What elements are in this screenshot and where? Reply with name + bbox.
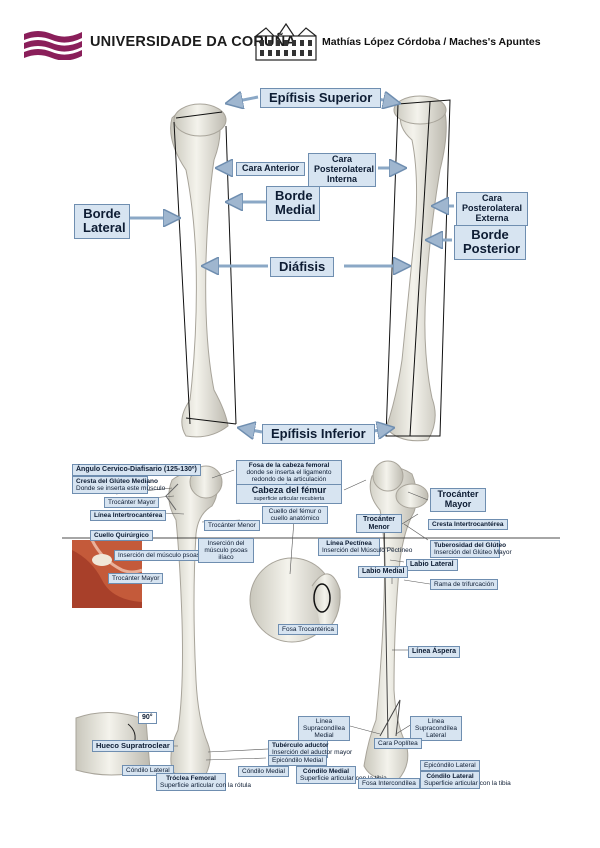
label-condilo-lateral-right: Cóndilo Lateral Superficie articular con… <box>420 771 511 790</box>
condilo-lateral-title: Cóndilo Lateral <box>426 773 474 780</box>
label-epicondilo-lateral-right: Epicóndilo Lateral <box>420 760 480 772</box>
condilo-medial-title: Cóndilo Medial <box>302 768 350 775</box>
tuberculo-sub: Inserción del aductor mayor <box>272 749 353 757</box>
label-borde-lateral: Borde Lateral <box>74 204 130 239</box>
label-cuello-anatomico-2: Inserción del músculo psoas ilíaco <box>198 538 254 564</box>
label-epifisis-inferior: Epífisis Inferior <box>262 424 375 445</box>
label-condilo-medial-left: Cóndilo Medial <box>238 766 289 778</box>
label-linea-aspera: Línea Áspera <box>408 646 460 658</box>
label-tuberosidad-glutea: Tuberosidad del Glúteo Inserción del Glú… <box>430 540 512 559</box>
building-logo-icon <box>255 22 317 61</box>
femur-posterior-top <box>385 95 451 442</box>
label-linea-intertrocanterica: Línea Intertrocantérea <box>90 510 167 522</box>
label-trocanter-mayor-right: Trocánter Mayor <box>430 488 486 512</box>
femur-anterior-bottom <box>165 465 223 780</box>
label-labio-medial: Labio Medial <box>358 566 409 578</box>
label-condilo-medial-right: Cóndilo Medial Superficie articular con … <box>296 766 387 785</box>
label-fosa-trocanterica: Fosa Trocantérica <box>278 624 339 636</box>
linea-pectinea-sub: Inserción del Músculo Pectíneo <box>322 547 413 555</box>
label-diafisis: Diáfisis <box>270 257 335 278</box>
label-cuello-quirurgico: Cuello Quirúrgico <box>90 530 153 542</box>
condilo-medial-sub: Superficie articular con la tibia <box>300 775 387 783</box>
label-linea-supracondilea-medial: Línea Supracondílea Medial <box>298 716 350 742</box>
troclea-title: Tróclea Femoral <box>166 775 216 782</box>
cabeza-femur-title: Cabeza del fémur <box>251 485 327 495</box>
author-credit: Mathías López Córdoba / Maches's Apuntes <box>322 36 541 48</box>
linea-pectinea-title: Línea Pectínea <box>326 540 372 547</box>
university-logo-icon <box>24 31 82 60</box>
label-condilo-lateral-left: Cóndilo Lateral <box>122 765 174 777</box>
label-cresta-intertrocanterica: Cresta Intertrocantérea <box>428 519 508 531</box>
cabeza-femur-sub: superficie articular recubierta <box>253 495 325 502</box>
label-hueco-supratroclear: Hueco Supratroclear <box>92 740 174 753</box>
femur-posterior-bottom <box>363 460 429 781</box>
label-linea-pectinea: Línea Pectínea Inserción del Músculo Pec… <box>318 538 413 557</box>
label-cara-anterior: Cara Anterior <box>236 162 306 176</box>
label-angle-90: 90° <box>138 712 157 724</box>
label-borde-posterior: Borde Posterior <box>454 225 526 260</box>
label-troclea-femoral: Tróclea Femoral Superficie articular con… <box>156 773 252 792</box>
label-cabeza-femur: Cabeza del fémur superficie articular re… <box>236 484 342 504</box>
tuberculo-title: Tubérculo aductor <box>272 742 329 749</box>
fosa-cabeza-title: Fosa de la cabeza femoral <box>248 462 330 469</box>
femoral-head-closeup <box>249 557 341 643</box>
label-cara-posterolateral-externa: Cara Posterolateral Externa <box>456 192 528 226</box>
label-fosa-intercondilea: Fosa Intercondílea <box>358 778 420 790</box>
label-linea-supracondilea-lateral: Línea Supracondílea Lateral <box>410 716 462 742</box>
condilo-lateral-sub: Superficie articular con la tibia <box>424 780 511 788</box>
label-labio-lateral: Labio Lateral <box>406 559 458 571</box>
tuberosidad-sub: Inserción del Glúteo Mayor <box>434 549 512 557</box>
label-borde-medial: Borde Medial <box>266 186 320 221</box>
label-rama-trifurcacion: Rama de trifurcación <box>430 579 498 591</box>
label-angulo-cervico-diafisario: Ángulo Cervico-Diafisario (125-130º) <box>72 464 201 476</box>
label-trocanter-menor-right: Trocánter Menor <box>356 514 402 534</box>
label-cuello-anatomico: Cuello del fémur o cuello anatómico <box>262 506 328 525</box>
label-cara-poplitea: Cara Poplítea <box>374 738 422 750</box>
label-trocanter-mayor-thumb: Trocánter Mayor <box>108 573 164 585</box>
label-epifisis-superior: Epífisis Superior <box>260 88 382 109</box>
page-header: UNIVERSIDADE DA CORUÑA Mathías López Cór… <box>0 0 600 80</box>
tuberosidad-title: Tuberosidad del Glúteo <box>434 542 507 549</box>
label-trocanter-mayor-left: Trocánter Mayor <box>104 497 160 509</box>
label-cresta-gluteo: Cresta del Glúteo Mediano Donde se inser… <box>72 476 166 495</box>
cresta-gluteo-title: Cresta del Glúteo Mediano <box>76 478 158 485</box>
university-name: UNIVERSIDADE DA CORUÑA <box>90 34 297 50</box>
femur-anterior-top <box>170 103 237 438</box>
label-cara-posterolateral-interna: Cara Posterolateral Interna <box>308 153 376 187</box>
cresta-gluteo-sub: Donde se inserta este músculo <box>76 485 166 493</box>
label-trocanter-menor-left: Trocánter Menor <box>204 520 260 532</box>
troclea-sub: Superficie articular con la rótula <box>160 782 252 790</box>
label-epicondilo-medial-left: Epicóndilo Medial <box>268 755 327 767</box>
